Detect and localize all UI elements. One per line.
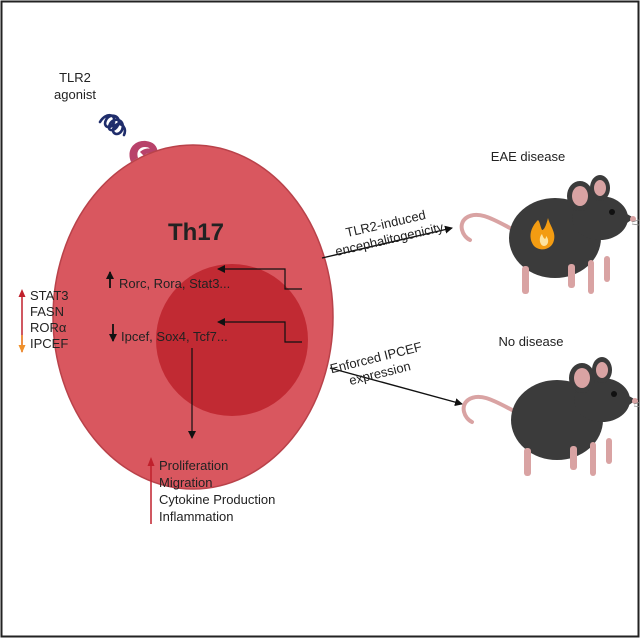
outcomes-up-arrowhead	[147, 457, 155, 466]
outcome-cytokine-production: Cytokine Production	[159, 492, 275, 507]
feedback-arrow-up	[217, 265, 302, 290]
agonist-label-line2: agonist	[54, 87, 96, 102]
nucleus	[156, 264, 308, 416]
arrow-top-label: TLR2-induced encephalitogenicity	[334, 207, 446, 259]
agonist-molecule-icon	[98, 113, 127, 137]
outcome-migration: Migration	[159, 475, 212, 490]
side-list-item-rora: RORα	[30, 320, 67, 335]
side-list-item-stat3: STAT3	[30, 288, 69, 303]
feedback-arrow-down	[217, 318, 302, 343]
genes-up-text: Rorc, Rora, Stat3...	[119, 276, 230, 291]
side-list-item-ipcef: IPCEF	[30, 336, 68, 351]
outcome-proliferation: Proliferation	[159, 458, 228, 473]
genes-down-text: Ipcef, Sox4, Tcf7...	[121, 329, 228, 344]
cell-title: Th17	[168, 219, 224, 246]
agonist-label-line1: TLR2	[59, 70, 91, 85]
arrow-to-eae	[321, 225, 453, 259]
side-down-arrowhead	[18, 345, 26, 353]
outcome-inflammation: Inflammation	[159, 509, 233, 524]
side-up-arrowhead	[18, 289, 26, 297]
mouse-top-label: EAE disease	[491, 149, 565, 164]
mouse-eae-icon	[459, 175, 640, 294]
arrow-to-no-disease	[329, 367, 463, 407]
mouse-no-disease-icon	[461, 357, 640, 476]
arrow-bottom-label: Enforced IPCEF expression	[329, 339, 424, 388]
side-list-item-fasn: FASN	[30, 304, 64, 319]
mouse-bottom-label: No disease	[498, 334, 563, 349]
